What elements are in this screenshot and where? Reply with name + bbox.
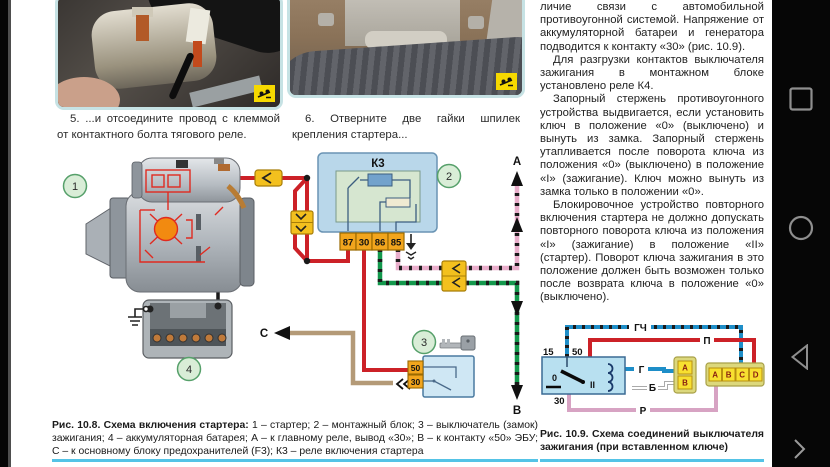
recents-square-icon bbox=[789, 87, 813, 111]
ignition-switch-block: 50 30 bbox=[407, 355, 475, 398]
switch-position-0: 0 bbox=[552, 373, 557, 383]
ground-symbol bbox=[128, 305, 150, 326]
paragraph: Для разгрузки контактов выключателя зажи… bbox=[540, 53, 764, 93]
fig-10-8-caption-body: 1 – стартер; 2 – монтажный блок; 3 – вык… bbox=[52, 420, 538, 457]
home-button[interactable] bbox=[788, 215, 814, 241]
svg-text:A: A bbox=[712, 371, 718, 380]
terminal-85-label: 85 bbox=[391, 238, 402, 249]
callout-4: 4 bbox=[176, 356, 202, 382]
wire-gch-blue-striped bbox=[565, 325, 743, 366]
svg-text:3: 3 bbox=[421, 337, 427, 349]
starter-illustration bbox=[85, 157, 255, 293]
step6-photo bbox=[287, 0, 525, 98]
svg-text:B: B bbox=[682, 379, 688, 388]
arrow-label-b: В bbox=[513, 405, 521, 417]
fig-10-9-caption-title: Рис. 10.9. Схема соединений выключателя … bbox=[540, 429, 764, 453]
photo5-nut bbox=[132, 7, 153, 17]
fig-10-8-caption-title: Рис. 10.8. Схема включения стартера: bbox=[52, 420, 249, 431]
fig-10-8-caption: Рис. 10.8. Схема включения стартера: 1 –… bbox=[52, 420, 538, 459]
ignition-terminal-30: 30 bbox=[411, 377, 421, 387]
wire-label-r: Р bbox=[640, 406, 647, 417]
fig-10-9-ignition-switch-diagram: ГЧ П Р Г Б 0 II 15 50 30 A B bbox=[541, 321, 765, 417]
terminal-30-label: 30 bbox=[554, 396, 565, 407]
relay-k3-block: К3 bbox=[317, 152, 438, 233]
starter-contact-disc bbox=[153, 216, 179, 242]
photo6-bolt-left bbox=[318, 13, 334, 26]
paragraph: Запорный стержень противоугонного устрой… bbox=[540, 93, 764, 198]
terminal-87-label: 87 bbox=[343, 238, 354, 249]
wire-to-fusebox-brown bbox=[274, 326, 411, 390]
terminal-50-label: 50 bbox=[572, 347, 583, 358]
photo5-orange-wire bbox=[193, 41, 202, 67]
arrow-label-c: С bbox=[260, 328, 268, 340]
caption-divider-rule bbox=[52, 459, 538, 462]
fig-10-9-caption: Рис. 10.9. Схема соединений выключателя … bbox=[540, 429, 764, 455]
connector-block-abcd: A B C D bbox=[705, 362, 765, 387]
wire-g-blue bbox=[625, 367, 678, 373]
step5-photo bbox=[55, 0, 283, 110]
svg-text:B: B bbox=[726, 371, 732, 380]
wire-p-red bbox=[588, 338, 756, 366]
svg-text:A: A bbox=[682, 364, 688, 373]
battery-illustration bbox=[128, 299, 233, 359]
chevron-right-icon bbox=[794, 439, 806, 459]
terminal-86-label: 86 bbox=[375, 238, 386, 249]
ignition-switch-body: 0 II bbox=[541, 356, 626, 395]
callout-2: 2 bbox=[436, 163, 462, 189]
wire-label-b: Б bbox=[649, 383, 656, 394]
svg-text:C: C bbox=[739, 371, 745, 380]
android-navbar bbox=[772, 0, 830, 467]
connector-yellow bbox=[441, 260, 467, 292]
arrow-label-a: А bbox=[513, 156, 521, 168]
car-lift-icon bbox=[254, 85, 275, 102]
recents-button[interactable] bbox=[789, 87, 813, 111]
paragraph: Блокировочное устройство повторного вклю… bbox=[540, 199, 764, 304]
back-button[interactable] bbox=[790, 344, 810, 370]
svg-text:D: D bbox=[753, 371, 759, 380]
fig-10-8-starter-wiring-diagram: К3 87 30 86 85 bbox=[62, 152, 523, 417]
terminal-30-label: 30 bbox=[359, 238, 370, 249]
photo5-copper-stud bbox=[136, 15, 149, 41]
relay-terminals: 87 30 86 85 bbox=[339, 232, 405, 251]
connector-block-ab: A B bbox=[673, 356, 697, 394]
fig-10-9-caption-body: (при вставленном ключе) bbox=[593, 441, 728, 453]
relay-internal-schematic bbox=[347, 176, 417, 231]
home-circle-icon bbox=[788, 215, 814, 241]
back-triangle-icon bbox=[790, 344, 808, 370]
page-edge-strip bbox=[8, 0, 11, 467]
wire-label-p: П bbox=[703, 336, 710, 347]
car-lift-icon bbox=[496, 73, 517, 90]
photo6-bolt-right bbox=[468, 16, 484, 29]
ignition-terminal-50: 50 bbox=[411, 363, 421, 373]
svg-text:1: 1 bbox=[72, 181, 78, 193]
connector-yellow bbox=[290, 210, 314, 235]
wire-label-gch: ГЧ bbox=[634, 323, 647, 334]
step6-caption: 6. Отверните две гайки шпилек крепления … bbox=[292, 113, 520, 141]
svg-text:4: 4 bbox=[186, 364, 192, 376]
key-icon bbox=[439, 335, 476, 351]
starter-schematic-overlay bbox=[139, 169, 224, 263]
chassis-ground-icon bbox=[405, 234, 417, 260]
callout-1: 1 bbox=[62, 173, 88, 199]
callout-3: 3 bbox=[411, 329, 437, 355]
svg-text:2: 2 bbox=[446, 171, 452, 183]
paragraph: личие связи с автомобильной противоугонн… bbox=[540, 1, 764, 53]
left-edge-strip bbox=[0, 0, 8, 467]
caption-divider-rule bbox=[540, 459, 764, 462]
wire-label-g: Г bbox=[639, 365, 645, 376]
terminal-15-label: 15 bbox=[543, 347, 554, 358]
relay-k3-label: К3 bbox=[371, 158, 384, 170]
switch-position-II: II bbox=[590, 380, 595, 390]
step5-caption: 5. ...и отсоедините провод с клеммой от … bbox=[57, 113, 280, 141]
page-forward-button[interactable] bbox=[793, 438, 807, 460]
connector-yellow bbox=[254, 169, 283, 187]
body-text-column: личие связи с автомобильной противоугонн… bbox=[540, 1, 764, 305]
